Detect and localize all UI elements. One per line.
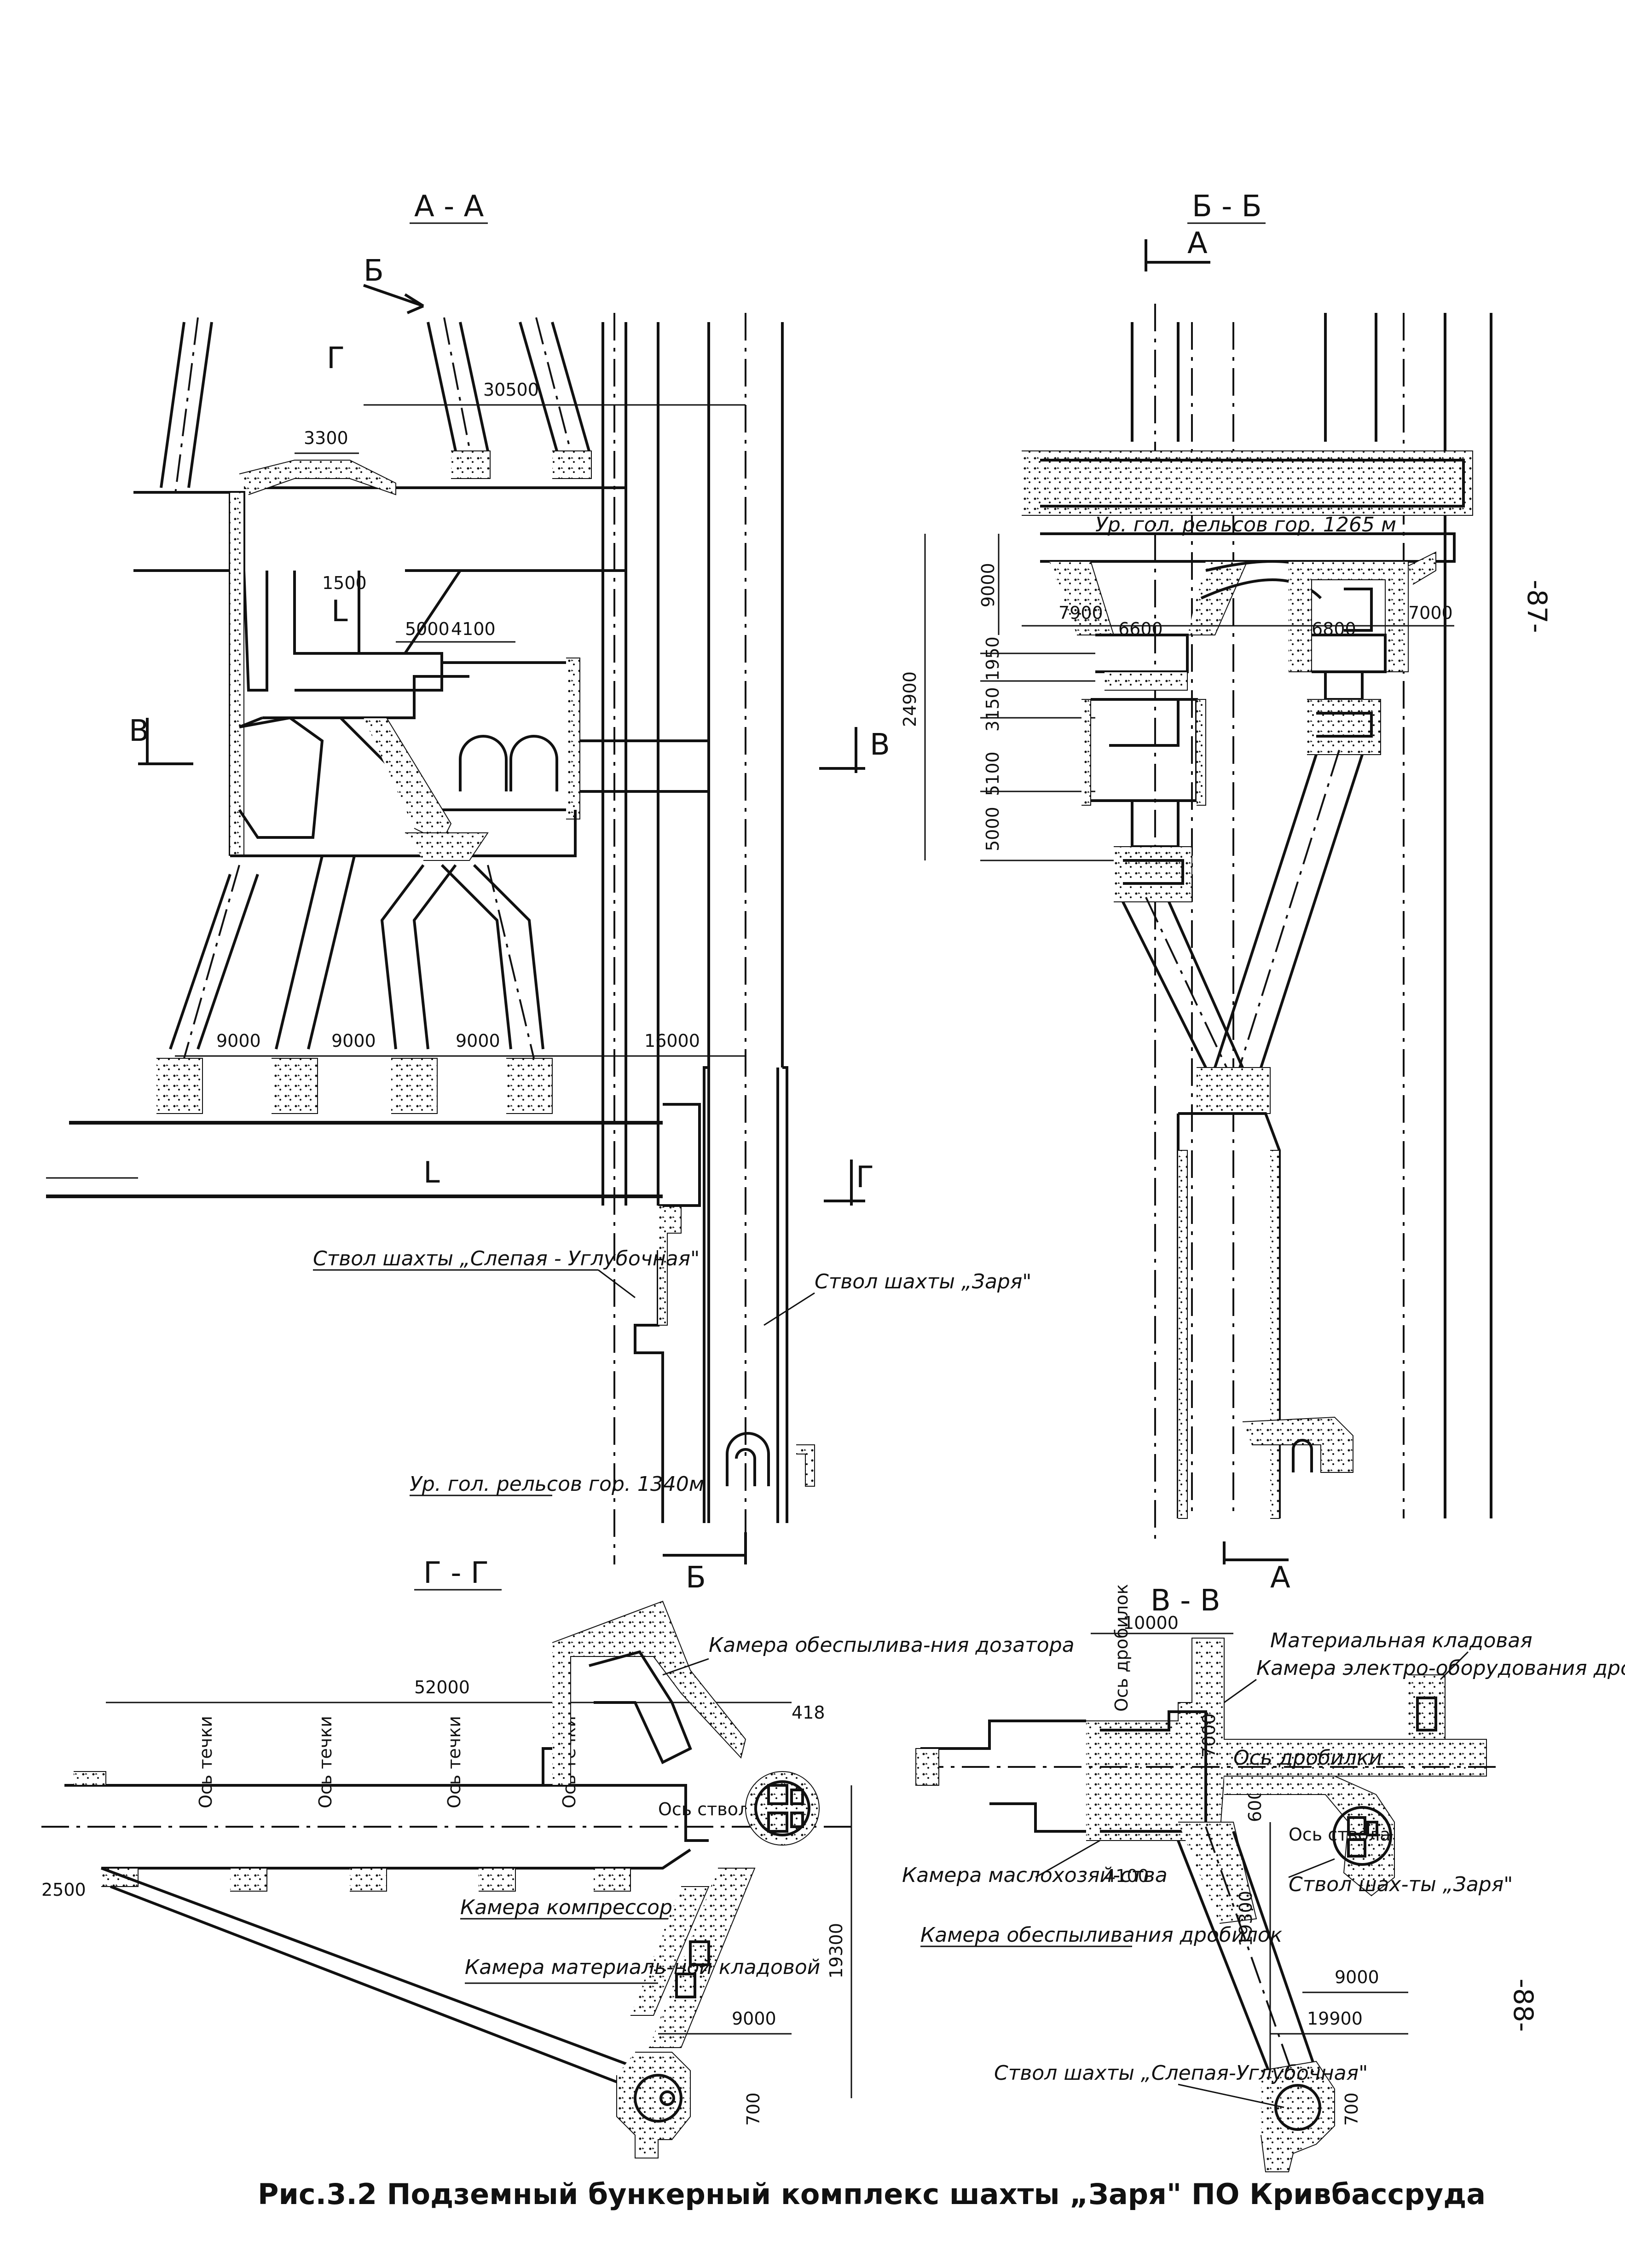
dim-bb-9000: 9000 <box>978 563 998 607</box>
label-oil-chamber: Камера маслохозяй-ства <box>902 1864 1168 1887</box>
section-aa: А - А Б Г <box>46 190 1032 1595</box>
dim-gg-52000: 52000 <box>414 1677 470 1697</box>
dim-bb-5000: 5000 <box>983 807 1003 851</box>
dim-aa-9000-3: 9000 <box>456 1031 500 1051</box>
marker-l-aa-top: L <box>331 594 348 629</box>
marker-g-right: Г <box>856 1160 874 1195</box>
section-gg: Г - Г Ось течки Ось течки Ось течки Ось … <box>41 1556 1075 2158</box>
dim-gg-19300: 19300 <box>826 1923 846 1979</box>
dim-bb-6800: 6800 <box>1312 619 1356 639</box>
dim-aa-1500: 1500 <box>322 573 367 593</box>
dim-aa-4100: 4100 <box>451 619 496 639</box>
label-electro: Камера электро-оборудования дробилок <box>1256 1656 1625 1680</box>
dim-gg-418: 418 <box>792 1702 825 1723</box>
dim-aa-9000-1: 9000 <box>216 1031 261 1051</box>
label-zarya-shaft: Ствол шахты „Заря" <box>815 1270 1032 1293</box>
marker-a-top: А <box>1187 226 1208 260</box>
section-gg-title: Г - Г <box>423 1556 489 1590</box>
section-bb: Б - Б А Ур. гол. рельсов гор. 1265 м <box>900 190 1553 1595</box>
dim-vv-700: 700 <box>1342 2092 1362 2126</box>
dim-gg-2500: 2500 <box>41 1880 86 1900</box>
dim-vv-19300: 19300 <box>1236 1891 1256 1946</box>
section-vv-title: В - В <box>1151 1584 1220 1618</box>
dim-bb-1950: 1950 <box>983 636 1003 681</box>
dim-bb-6600: 6600 <box>1118 619 1163 639</box>
dim-aa-16000: 16000 <box>644 1031 700 1051</box>
page-number-bottom: -88- <box>1508 1979 1539 2032</box>
marker-b-bottom: Б <box>686 1561 706 1595</box>
section-vv: В - В 10000 Ось дробилок Ось дробилки 70… <box>902 1584 1625 2172</box>
marker-v-right: В <box>870 728 890 762</box>
dim-bb-3150: 3150 <box>983 687 1003 732</box>
dim-aa-5000: 5000 <box>405 619 450 639</box>
marker-g-aa: Г <box>327 341 345 375</box>
label-axis-chute-2: Ось течки <box>315 1716 335 1808</box>
dim-bb-7000: 7000 <box>1408 603 1453 623</box>
label-dust-crushers: Камера обеспыливания дробилок <box>920 1923 1283 1947</box>
label-blind-shaft: Ствол шахты „Слепая - Углубочная" <box>313 1247 700 1270</box>
dim-aa-3300: 3300 <box>304 428 348 448</box>
label-rail-level-1340: Ур. гол. рельсов гор. 1340м <box>410 1472 704 1496</box>
section-aa-title: А - А <box>414 190 484 224</box>
dim-vv-4100: 4100 <box>1105 1866 1149 1886</box>
dim-vv-19900: 19900 <box>1307 2008 1363 2029</box>
dim-aa-30500: 30500 <box>483 380 539 400</box>
marker-a-bottom: А <box>1270 1561 1290 1595</box>
label-crusher-axis: Ось дробилки <box>1233 1746 1382 1770</box>
marker-v-left: В <box>129 714 149 748</box>
label-axis-chute-3: Ось течки <box>444 1716 464 1808</box>
dim-gg-700: 700 <box>743 2092 763 2126</box>
marker-b-top: Б <box>364 254 384 288</box>
label-axis-chute-1: Ось течки <box>196 1716 216 1808</box>
marker-l-aa-bottom: L <box>423 1156 440 1190</box>
label-blind-vv: Ствол шахты „Слепая-Углубочная" <box>994 2061 1368 2085</box>
dim-vv-9000: 9000 <box>1335 1967 1379 1987</box>
label-axis-shaft-vv: Ось ствола <box>1289 1824 1391 1845</box>
dim-bb-7900: 7900 <box>1058 603 1103 623</box>
figure-caption: Рис.3.2 Подземный бункерный комплекс шах… <box>258 2177 1486 2211</box>
dim-bb-5100: 5100 <box>983 751 1003 796</box>
label-compressor: Камера компрессора <box>460 1896 685 1919</box>
label-storage-gg: Камера материаль-ной кладовой <box>465 1956 820 1979</box>
dim-gg-9000: 9000 <box>732 2008 776 2029</box>
dim-vv-10000: 10000 <box>1123 1613 1179 1633</box>
label-material-storage: Материальная кладовая <box>1270 1629 1532 1652</box>
dim-bb-24900: 24900 <box>900 671 920 727</box>
dim-vv-7000: 7000 <box>1199 1713 1219 1758</box>
label-axis-shaft-gg: Ось ствола <box>658 1799 760 1819</box>
label-dust-chamber-gg: Камера обеспылива-ния дозатора <box>709 1633 1075 1657</box>
page-number-top: -87- <box>1521 580 1553 633</box>
label-zarya-vv: Ствол шах-ты „Заря" <box>1289 1873 1513 1896</box>
section-bb-title: Б - Б <box>1192 190 1262 224</box>
dim-aa-9000-2: 9000 <box>331 1031 376 1051</box>
label-crushers-axis: Ось дробилок <box>1111 1584 1132 1712</box>
